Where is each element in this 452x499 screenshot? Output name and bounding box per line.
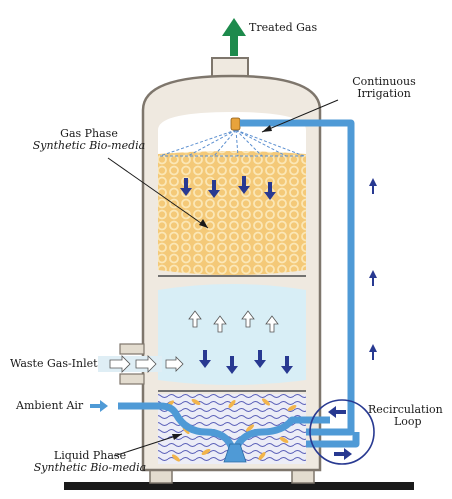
irrigation-label-line2: Irrigation <box>357 87 411 100</box>
ambient-air-label: Ambient Air <box>16 399 84 412</box>
irrigation-label: Continuous Irrigation <box>334 76 434 100</box>
inlet-flange-top <box>119 343 145 355</box>
ground-base <box>64 482 414 490</box>
gas-phase-leader-head <box>199 219 208 228</box>
media-bed-down-arrows <box>180 176 276 200</box>
recirculation-label-line1: Recirculation <box>368 403 443 416</box>
liquid-phase-label-line1: Liquid Phase <box>53 449 127 462</box>
recirculation-label: Recirculation Loop <box>368 404 443 428</box>
gas-plenum-zone <box>158 284 306 385</box>
liquid-phase-label: Liquid Phase Synthetic Bio-media <box>22 450 158 474</box>
recirculation-pipe <box>240 119 355 436</box>
recirculation-loop-circle <box>309 399 375 465</box>
gas-phase-label-line2: Synthetic Bio-media <box>32 139 146 152</box>
ambient-air-pipe <box>118 402 236 450</box>
liquid-phase-label-line2: Synthetic Bio-media <box>33 461 147 474</box>
irrigation-leader-head <box>262 125 272 132</box>
gas-phase-leader <box>107 157 209 229</box>
waste-gas-arrows <box>109 355 184 373</box>
gas-phase-media-bed <box>158 151 306 275</box>
treated-gas-label: Treated Gas <box>249 21 318 34</box>
irrigation-spray <box>159 129 305 157</box>
pipe-flow-arrows <box>369 178 377 360</box>
gas-up-arrows <box>188 310 279 333</box>
treated-gas-arrow <box>222 18 246 56</box>
liquid-return-pipe <box>232 416 330 450</box>
pump-diffuser <box>223 443 247 463</box>
liquid-phase-leader <box>113 433 183 457</box>
waste-gas-inlet-label: Waste Gas-Inlet <box>10 357 98 370</box>
recirculation-label-line2: Loop <box>394 415 422 428</box>
irrigation-label-line1: Continuous <box>352 75 416 88</box>
inlet-flange-bottom <box>119 373 145 385</box>
irrigation-nozzle <box>230 117 241 131</box>
recirc-return-pipe <box>306 432 360 448</box>
liquid-phase-leader-head <box>172 434 182 440</box>
irrigation-leader <box>261 99 339 133</box>
gas-zone-down-arrows <box>199 350 293 374</box>
gas-phase-label: Gas Phase Synthetic Bio-media <box>24 128 154 152</box>
recirc-arrow-right <box>334 448 352 460</box>
recirc-arrow-left <box>328 406 346 418</box>
gas-phase-label-line1: Gas Phase <box>60 127 118 140</box>
ambient-air-arrow <box>90 400 108 412</box>
